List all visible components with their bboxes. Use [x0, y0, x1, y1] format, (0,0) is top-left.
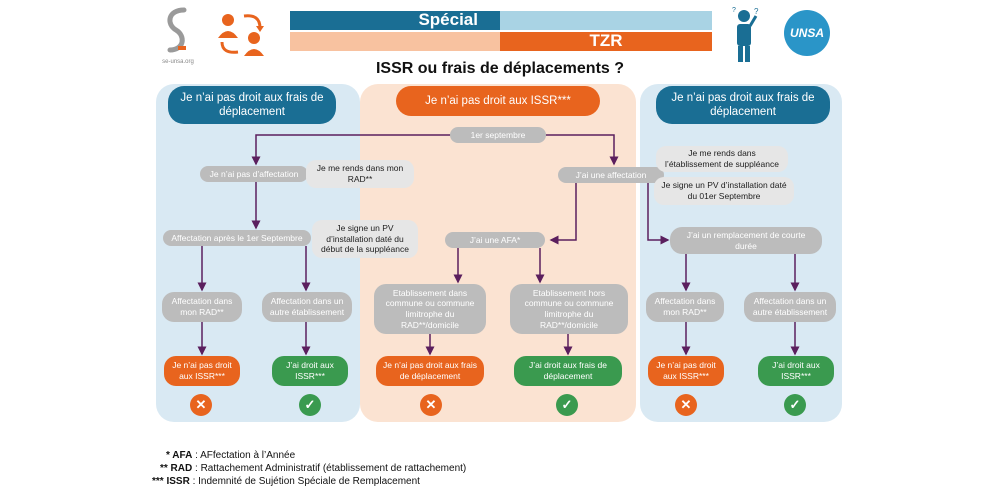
unsa-logo: UNSA [784, 10, 830, 56]
title-banner-bottom-left [290, 32, 500, 51]
special-label: Spécial [418, 10, 478, 29]
right-heading: Je n’ai pas droit aux frais de déplaceme… [656, 86, 830, 124]
left-heading: Je n’ai pas droit aux frais de déplaceme… [168, 86, 336, 124]
legend-rad: ** RAD : Rattachement Administratif (éta… [160, 463, 467, 474]
logo-caption: se-unsa.org [162, 59, 194, 65]
middle-heading: Je n’ai pas droit aux ISSR*** [396, 86, 600, 116]
right-result-yes: J’ai droit aux ISSR*** [758, 356, 834, 386]
middle-check-icon: ✓ [556, 394, 578, 416]
right-cross-icon: ✕ [675, 394, 697, 416]
right-remplacement: J’ai un remplacement de courte durée [670, 227, 822, 254]
left-note-pv: Je signe un PV d’installation daté du dé… [312, 220, 418, 258]
legend-afa: * AFA : AFfectation à l’Année [166, 450, 296, 461]
svg-text:?: ? [732, 7, 736, 14]
title-banner-top-left [290, 11, 500, 30]
unsa-logo-text: UNSA [789, 26, 824, 40]
right-result-no: Je n’ai pas droit aux ISSR*** [648, 356, 724, 386]
middle-affectation: J’ai une affectation [558, 167, 664, 183]
thinking-person-icon: ? ? [728, 6, 764, 64]
left-no-affectation: Je n’ai pas d’affectation [200, 166, 308, 182]
left-check-icon: ✓ [299, 394, 321, 416]
page-title: ISSR ou frais de déplacements ? [375, 60, 625, 77]
left-note-rad: Je me rends dans mon RAD** [306, 160, 414, 188]
svg-text:?: ? [754, 7, 759, 16]
right-note-suppleance: Je me rends dans l’établissement de supp… [656, 146, 788, 172]
exchange-people-icon [214, 8, 270, 58]
left-result-yes: J’ai droit aux ISSR*** [272, 356, 348, 386]
left-box-rad: Affectation dans mon RAD** [162, 292, 242, 322]
left-result-no: Je n’ai pas droit aux ISSR*** [164, 356, 240, 386]
middle-result-yes: J’ai droit aux frais de déplacement [514, 356, 622, 386]
middle-afa: J’ai une AFA* [445, 232, 545, 248]
left-box-autre: Affectation dans un autre établissement [262, 292, 352, 322]
right-box-rad: Affectation dans mon RAD** [646, 292, 724, 322]
middle-result-no: Je n’ai pas droit aux frais de déplaceme… [376, 356, 484, 386]
left-cross-icon: ✕ [190, 394, 212, 416]
middle-september: 1er septembre [450, 127, 546, 143]
right-box-autre: Affectation dans un autre établissement [744, 292, 836, 322]
title-banner-bottom-right [500, 32, 712, 51]
right-check-icon: ✓ [784, 394, 806, 416]
legend: * AFA : AFfectation à l’Année ** RAD : R… [150, 449, 630, 488]
right-note-pv: Je signe un PV d’installation daté du 01… [654, 177, 794, 205]
left-after-september: Affectation après le 1er Septembre [163, 230, 311, 246]
logo-se-unsa: se-unsa.org [158, 6, 198, 65]
middle-cross-icon: ✕ [420, 394, 442, 416]
legend-issr: *** ISSR : Indemnité de Sujétion Spécial… [152, 476, 420, 487]
middle-box-commune: Etablissement dans commune ou commune li… [374, 284, 486, 334]
title-banner-top-right [500, 11, 712, 30]
middle-box-hors: Etablissement hors commune ou commune li… [510, 284, 628, 334]
tzr-label: TZR [589, 31, 623, 50]
